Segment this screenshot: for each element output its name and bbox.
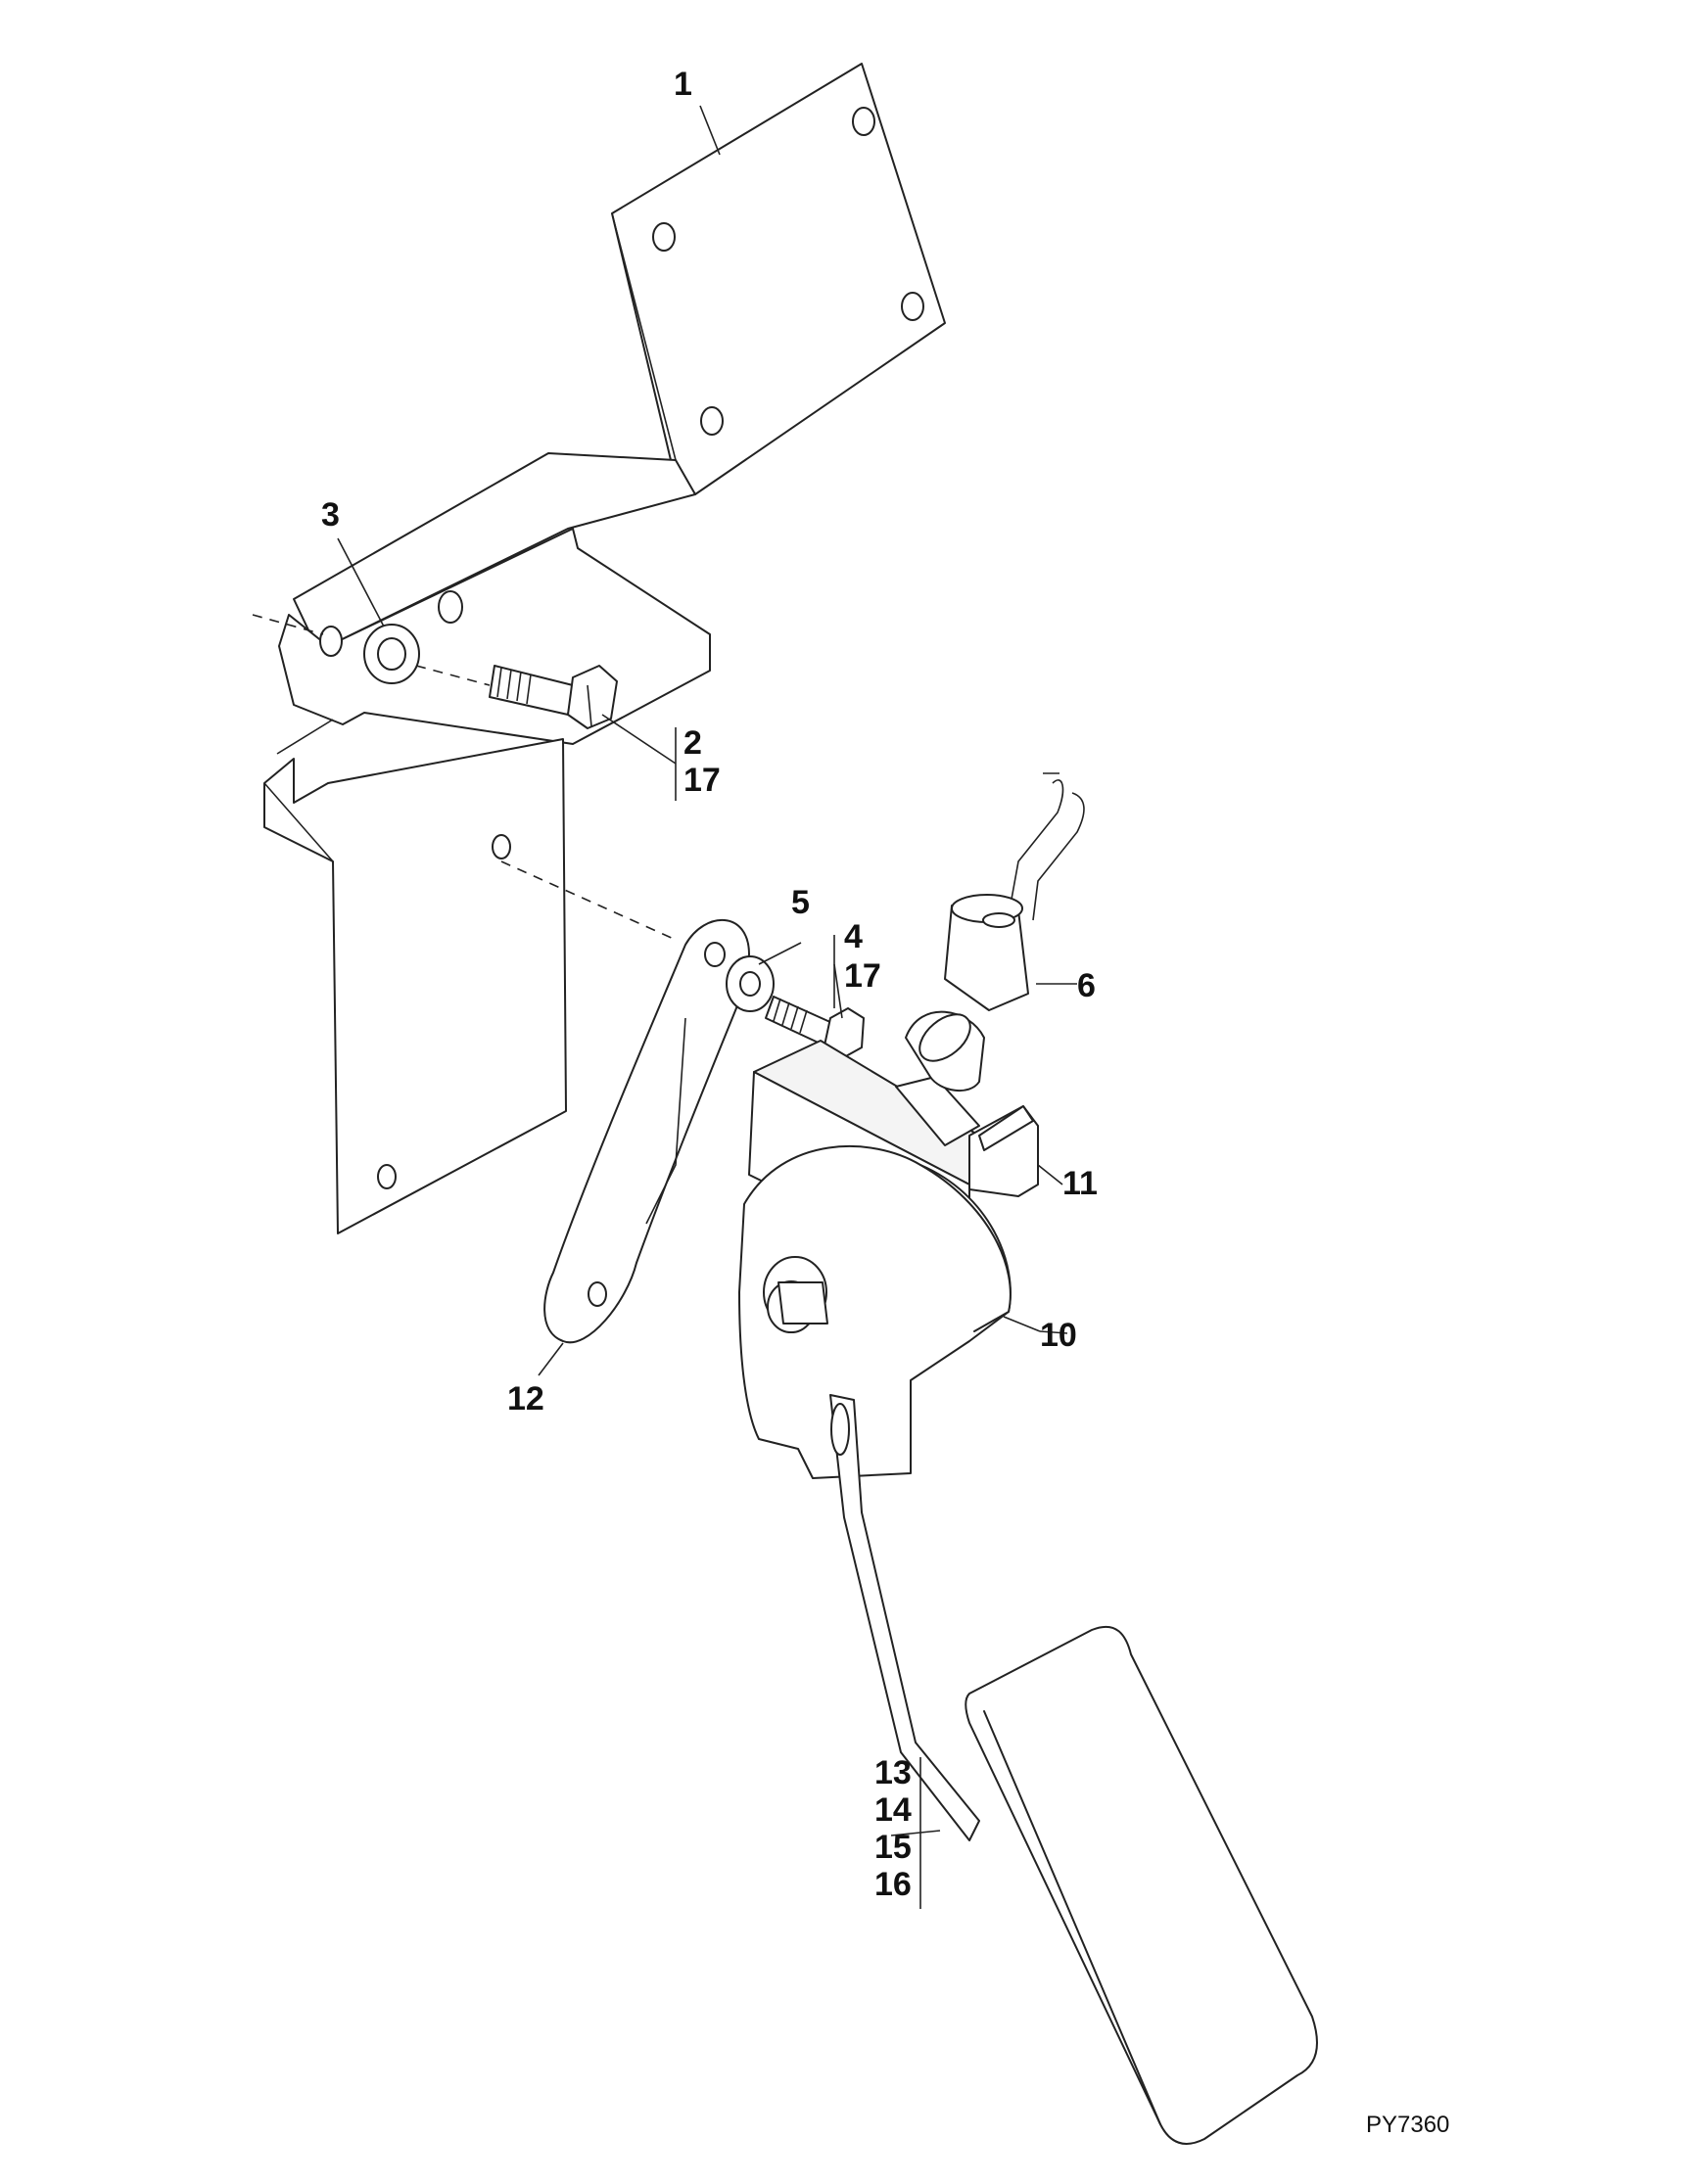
pedal-arm-bracket <box>543 919 750 1344</box>
callout-10: 10 <box>1040 1317 1077 1354</box>
leader-lines <box>337 105 1077 1836</box>
pedal-pad <box>965 1625 1318 2145</box>
callout-17-b: 17 <box>844 957 881 995</box>
alignment-lines <box>252 614 677 941</box>
callout-13: 13 <box>874 1754 912 1791</box>
callout-12: 12 <box>507 1380 544 1417</box>
callout-11: 11 <box>1062 1165 1098 1202</box>
bolt-4 <box>765 996 865 1058</box>
callout-4: 4 <box>844 918 863 955</box>
callout-15: 15 <box>874 1829 912 1866</box>
callout-brackets <box>675 727 921 1909</box>
bolt-2 <box>489 665 618 729</box>
callout-labels: 1 3 2 17 5 4 17 6 11 10 12 13 14 15 16 <box>321 66 1098 1903</box>
callout-2: 2 <box>683 724 702 762</box>
callout-1: 1 <box>674 66 692 103</box>
wire-harness-connector <box>944 772 1085 1011</box>
sensor-body <box>738 1145 1012 1479</box>
callout-5: 5 <box>791 884 810 921</box>
mounting-bracket <box>263 63 946 1234</box>
pedal-lever <box>829 1394 980 1841</box>
callout-14: 14 <box>874 1791 912 1829</box>
callout-16: 16 <box>874 1866 912 1903</box>
callout-3: 3 <box>321 496 340 534</box>
callout-17-a: 17 <box>683 762 721 799</box>
figure-reference: PY7360 <box>1366 2112 1449 2138</box>
washer-5 <box>726 955 775 1012</box>
washer-3 <box>363 624 420 684</box>
callout-6: 6 <box>1077 967 1096 1004</box>
